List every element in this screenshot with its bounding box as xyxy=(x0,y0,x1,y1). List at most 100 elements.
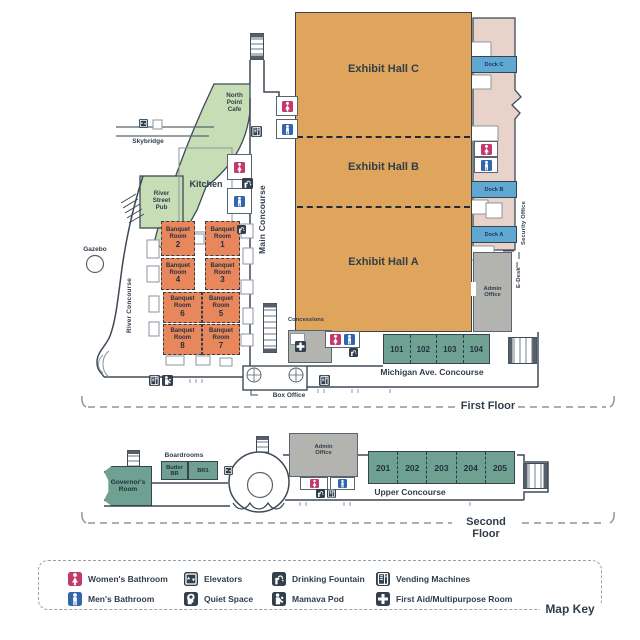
mens-bathroom-icon xyxy=(344,334,355,345)
admin-office-second-floor xyxy=(289,433,358,477)
room-102: 102 xyxy=(411,335,437,363)
room-101: 101 xyxy=(384,335,411,363)
skybridge-label: Skybridge xyxy=(132,138,164,145)
stairs xyxy=(120,193,145,224)
drinking-fountain-icon xyxy=(272,572,286,586)
mens-bathroom-icon xyxy=(480,159,492,171)
hall-separator xyxy=(297,206,470,208)
drinking-fountain-icon xyxy=(237,225,246,234)
mens-bathroom-icon xyxy=(281,123,293,135)
second-floor-label: Second Floor xyxy=(466,516,506,541)
admin-office-first-floor xyxy=(473,252,512,332)
womens-bathroom-icon xyxy=(281,100,293,112)
quiet-space-icon xyxy=(184,592,198,606)
key-item-mens-bathroom: Men's Bathroom xyxy=(68,592,154,606)
skybridge-lines xyxy=(116,126,214,137)
drinking-fountain-icon xyxy=(316,489,325,498)
curved-steps xyxy=(98,350,110,378)
dock-c: Dock C xyxy=(471,56,517,73)
room-202: 202 xyxy=(398,452,428,483)
box-office-structure xyxy=(242,365,308,396)
key-label: Mamava Pod xyxy=(292,594,344,604)
womens-bathroom-icon xyxy=(309,479,319,488)
room-205: 205 xyxy=(492,462,507,473)
e-desk-label: E-Desk xyxy=(516,267,522,289)
womens-bathroom-box xyxy=(474,141,498,157)
key-item-vending-machines: Vending Machines xyxy=(376,572,470,586)
elevators-icon xyxy=(139,119,148,128)
rooms-201-205: 201 202 203 204 205 xyxy=(368,451,515,484)
drinking-fountain-icon xyxy=(349,348,358,357)
key-label: Women's Bathroom xyxy=(88,574,168,584)
admin-office-second-floor-label: Admin Office xyxy=(314,444,333,457)
governors-room: Governor's Room xyxy=(104,466,152,506)
womens-bathroom-icon xyxy=(330,334,341,345)
womens-bathroom-box xyxy=(276,96,298,116)
security-office-label: Security Office xyxy=(521,201,527,245)
michigan-ave-concourse-label: Michigan Ave. Concourse xyxy=(380,367,484,377)
door-ticks xyxy=(189,379,391,393)
kitchen-label: Kitchen xyxy=(189,179,223,189)
river-street-pub-label: River Street Pub xyxy=(152,190,171,211)
box-office-label: Box Office xyxy=(272,392,306,399)
key-item-elevators: Elevators xyxy=(184,572,242,586)
vending-machines-icon xyxy=(376,572,390,586)
admin-office-first-floor-label: Admin Office xyxy=(483,286,502,299)
exhibit-hall-c: Exhibit Hall C xyxy=(348,63,419,75)
cafe-shapes xyxy=(139,83,251,253)
map-key-box xyxy=(38,560,602,610)
rotunda-inner-circle xyxy=(246,471,274,499)
hall-separator xyxy=(297,136,470,138)
main-concourse-label: Main Concourse xyxy=(257,185,267,255)
mens-bathroom-box xyxy=(276,119,298,139)
key-item-drinking-fountain: Drinking Fountain xyxy=(272,572,365,586)
room-103: 103 xyxy=(437,335,464,363)
exhibit-hall-a: Exhibit Hall A xyxy=(348,256,419,268)
vending-machines-icon xyxy=(327,489,336,498)
mens-bathroom-icon xyxy=(338,479,347,488)
mens-bathroom-icon xyxy=(68,592,82,606)
key-item-first-aid: First Aid/Multipurpose Room xyxy=(376,592,512,606)
admin-office-notch xyxy=(471,282,476,296)
floor-dividers xyxy=(81,395,615,524)
room-203: 203 xyxy=(427,452,457,483)
exhibit-hall-b: Exhibit Hall B xyxy=(348,161,419,173)
boardrooms-label: Boardrooms xyxy=(164,452,204,459)
second-floor-ticks xyxy=(299,502,471,506)
key-label: First Aid/Multipurpose Room xyxy=(396,594,513,604)
womens-bathroom-box xyxy=(227,154,252,180)
room-201: 201 xyxy=(369,452,399,483)
womens-bathroom-box xyxy=(300,477,328,490)
room-104: 104 xyxy=(469,344,483,354)
mens-bathroom-icon xyxy=(234,195,245,207)
map-key-title: Map Key xyxy=(540,601,600,617)
mens-bathroom-box xyxy=(474,157,498,173)
elevators-icon xyxy=(224,466,233,475)
exhibit-halls-block xyxy=(295,12,472,332)
dock-b: Dock B xyxy=(471,181,517,198)
room-204: 204 xyxy=(457,452,486,483)
br1-room: BR1 xyxy=(188,461,218,480)
key-label: Elevators xyxy=(204,574,243,584)
key-item-quiet-space: Quiet Space xyxy=(184,592,253,606)
first-aid-icon xyxy=(295,341,306,352)
womens-bathroom-icon xyxy=(234,161,245,173)
mamava-pod-icon xyxy=(162,375,173,386)
river-concourse-label: River Concourse xyxy=(126,277,133,333)
gazebo-circle xyxy=(85,254,105,274)
key-item-mamava-pod: Mamava Pod xyxy=(272,592,344,606)
upper-concourse-label: Upper Concourse xyxy=(374,487,446,497)
womens-bathroom-icon xyxy=(68,572,82,586)
concessions-label: Concessions xyxy=(287,317,325,323)
north-point-cafe-label: North Point Cafe xyxy=(226,92,243,113)
butler-br-room: Butler BR xyxy=(161,461,188,480)
womens-bathroom-icon xyxy=(480,143,492,155)
dock-a: Dock A xyxy=(471,226,517,243)
